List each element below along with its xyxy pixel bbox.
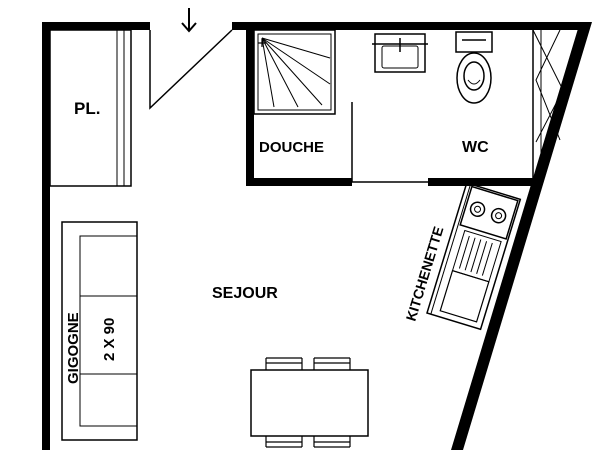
- wall-left: [42, 22, 50, 450]
- bed-size-label: 2 X 90: [101, 318, 118, 361]
- drainer-icon: [451, 229, 502, 283]
- entrance-door: [149, 29, 233, 110]
- washbasin-icon: [372, 33, 428, 73]
- douche-label: DOUCHE: [259, 139, 324, 156]
- wall-top-right: [232, 22, 588, 30]
- placard: [49, 29, 132, 187]
- placard-label: PL.: [74, 99, 100, 118]
- wc-door: [351, 102, 430, 183]
- sejour-label: SEJOUR: [212, 285, 278, 302]
- chair-icon: [313, 357, 351, 370]
- gigogne-label: GIGOGNE: [65, 312, 82, 384]
- wall-top-left: [42, 22, 150, 30]
- sink-icon: [439, 269, 490, 323]
- hob-icon: [459, 185, 519, 240]
- trundle-bed: [61, 221, 138, 441]
- chair-icon: [265, 357, 303, 370]
- door-swings: [149, 29, 430, 183]
- table-top: [250, 369, 369, 437]
- kitchenette-counter: [426, 182, 522, 331]
- wall-right-diagonal: [451, 22, 592, 450]
- kitchenette-label: KITCHENETTE: [403, 224, 447, 322]
- bathroom-walls: [246, 30, 534, 186]
- walls: [42, 22, 592, 450]
- chair-icon: [313, 436, 351, 448]
- dining-table: [250, 357, 369, 448]
- toilet-icon: [455, 31, 493, 104]
- chair-icon: [265, 436, 303, 448]
- wc-label: WC: [462, 139, 489, 156]
- shower-tray: [253, 29, 336, 115]
- vent-shaft: [532, 29, 564, 182]
- entrance-arrow-icon: [181, 8, 197, 33]
- shower-head-icon: [258, 39, 266, 47]
